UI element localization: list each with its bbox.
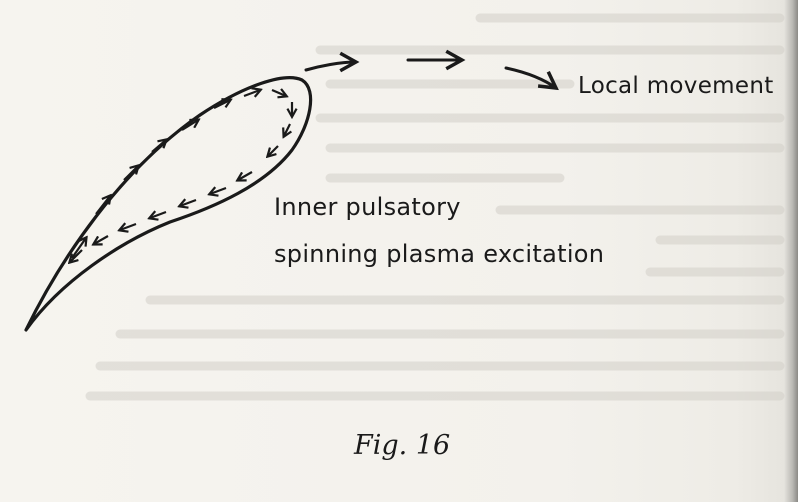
- inner-arrows-lower: [70, 171, 253, 262]
- arrow-right-icon: [304, 62, 356, 70]
- inner-arrow-icon: [210, 188, 227, 194]
- inner-arrow-icon: [150, 212, 167, 218]
- teardrop-outline-icon: [24, 76, 313, 332]
- spinning-plasma-label: spinning plasma excitation: [274, 240, 605, 268]
- figure-caption: Fig. 16: [354, 430, 451, 461]
- inner-arrows-tip: [268, 102, 292, 156]
- inner-arrow-icon: [151, 140, 166, 153]
- inner-arrow-icon: [180, 200, 197, 206]
- inner-arrow-icon: [243, 90, 260, 96]
- inner-arrow-icon: [213, 100, 230, 109]
- inner-arrow-icon: [271, 90, 286, 96]
- inner-arrow-icon: [123, 166, 138, 181]
- movement-arrows: [304, 60, 556, 88]
- inner-arrow-icon: [120, 224, 137, 230]
- local-movement-label: Local movement: [578, 73, 774, 99]
- inner-arrow-icon: [284, 123, 290, 136]
- inner-arrow-icon: [181, 120, 198, 131]
- inner-arrow-icon: [95, 196, 110, 215]
- inner-pulsatory-label: Inner pulsatory: [274, 193, 461, 221]
- inner-arrow-icon: [268, 145, 279, 156]
- inner-arrows-upper: [71, 90, 286, 259]
- page-edge-shadow: [784, 0, 798, 502]
- arrow-right-icon: [504, 66, 556, 88]
- inner-arrow-icon: [238, 171, 253, 180]
- inner-arrow-icon: [70, 249, 83, 262]
- inner-arrow-icon: [94, 235, 109, 244]
